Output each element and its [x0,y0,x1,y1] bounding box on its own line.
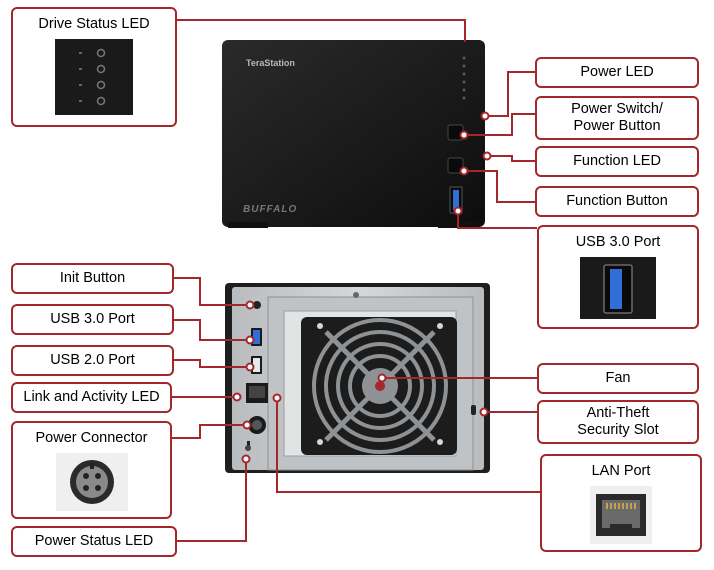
rear-unit [225,283,490,473]
callout-drive-status-led: Drive Status LED [11,7,177,127]
drive-status-led-label: Drive Status LED [38,16,150,32]
fan-label: Fan [605,370,631,386]
leader-dots [232,111,492,464]
leader-lines [172,19,540,542]
callout-function-led: Function LED [535,146,699,177]
callout-power-switch: Power Switch/ Power Button [535,96,699,140]
callout-link-activity-led: Link and Activity LED [11,382,172,413]
rear-power-status-led [247,441,250,447]
callout-anti-theft-slot: Anti-Theft Security Slot [537,400,699,444]
callout-init-button: Init Button [11,263,174,294]
usb30-front-label: USB 3.0 Port [575,234,661,250]
lan-port-label: LAN Port [591,463,651,479]
power-switch-label: Power Switch/ Power Button [571,101,663,134]
front-drive-leds [462,56,466,100]
callout-usb20-port: USB 2.0 Port [11,345,174,376]
power-connector-thumbnail [55,453,128,511]
callout-function-button: Function Button [535,186,699,217]
drive-status-led-thumbnail [55,39,133,115]
lan-port-thumbnail [590,486,652,544]
front-function-button [447,157,464,174]
front-unit: TeraStation BUFFALO [222,40,485,228]
callout-power-status-led: Power Status LED [11,526,177,557]
power-connector-label: Power Connector [35,430,148,446]
link-activity-led-label: Link and Activity LED [23,389,160,405]
usb30-rear-label: USB 3.0 Port [50,311,135,327]
buffalo-logo: BUFFALO [243,204,297,215]
usb20-port-label: USB 2.0 Port [50,352,135,368]
callout-usb30-front: USB 3.0 Port [537,225,699,329]
anti-theft-slot-label: Anti-Theft Security Slot [577,405,659,438]
callout-usb30-rear: USB 3.0 Port [11,304,174,335]
function-led-label: Function LED [573,153,661,169]
rear-init-button [253,301,261,309]
usb30-front-thumbnail [580,257,656,319]
callout-fan: Fan [537,363,699,394]
callout-power-led: Power LED [535,57,699,88]
callout-power-connector: Power Connector [11,421,172,519]
rear-fan [301,317,457,455]
rear-security-slot [471,405,476,415]
init-button-label: Init Button [59,270,126,286]
terastation-brand: TeraStation [246,58,295,68]
power-led-label: Power LED [580,64,654,80]
power-status-led-label: Power Status LED [34,533,154,549]
function-button-label: Function Button [566,193,668,209]
callout-lan-port: LAN Port [540,454,702,552]
